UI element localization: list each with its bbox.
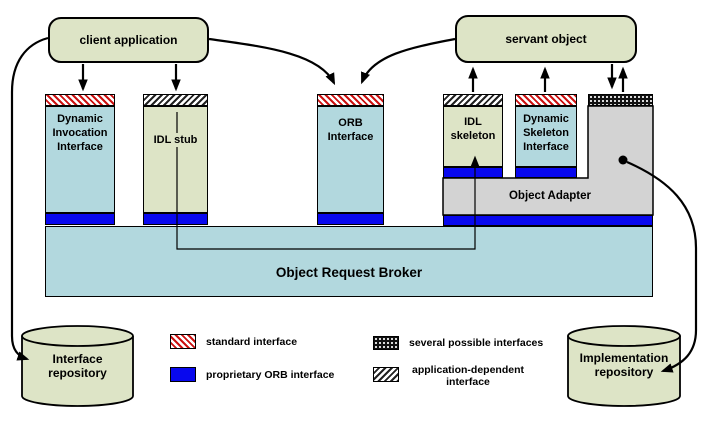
servant-object-label: servant object (505, 32, 587, 46)
arrow-servant-to-orb-interface (360, 37, 456, 85)
orb-interface-proprietary-bar (317, 213, 384, 225)
orb-interface-label: ORB Interface (327, 117, 374, 144)
dii-standard-interface-hatch (45, 94, 115, 106)
legend-application-dependent-interface-label: application-dependent interface (411, 364, 524, 389)
legend-proprietary-orb-interface-swatch (170, 367, 196, 382)
legend-standard-interface-swatch (170, 334, 196, 349)
idl-stub-proprietary-bar (143, 213, 208, 225)
object-adapter-several-interfaces-hatch (588, 94, 653, 106)
dsi-proprietary-bar (515, 167, 577, 178)
orb-label: Object Request Broker (275, 265, 423, 280)
orb-interface-standard-hatch (317, 94, 384, 106)
idl-skeleton-proprietary-bar (443, 167, 503, 178)
legend-several-possible-interfaces-swatch (373, 336, 399, 350)
legend-several-possible-interfaces-label: several possible interfaces (409, 337, 544, 349)
object-adapter-proprietary-bar (443, 215, 653, 226)
dsi-standard-hatch (515, 94, 577, 106)
arrow-client-to-interface-repository (10, 36, 49, 361)
arrow-client-to-orb-interface (208, 37, 336, 86)
legend-proprietary-orb-interface-label: proprietary ORB interface (206, 369, 335, 381)
orb-box (45, 226, 653, 297)
connection-dot (618, 155, 628, 165)
idl-skeleton-label: IDL skeleton (450, 116, 496, 143)
client-application-node: client application (48, 17, 209, 63)
object-adapter-label: Object Adapter (508, 190, 591, 202)
idl-skeleton-application-dependent-hatch (443, 94, 503, 106)
dii-proprietary-bar (45, 213, 115, 225)
implementation-repository-label: Implementation repository (579, 351, 669, 380)
dii-label: Dynamic Invocation Interface (52, 113, 108, 154)
servant-object-node: servant object (455, 15, 637, 63)
legend-application-dependent-interface-swatch (373, 367, 399, 382)
client-application-label: client application (79, 33, 178, 47)
idl-stub-box (143, 106, 208, 213)
interface-repository-label: Interface repository (48, 352, 107, 381)
idl-stub-application-dependent-hatch (143, 94, 208, 106)
dsi-label: Dynamic Skeleton Interface (523, 113, 569, 154)
idl-stub-label: IDL stub (144, 133, 207, 148)
legend-standard-interface-label: standard interface (206, 336, 298, 348)
